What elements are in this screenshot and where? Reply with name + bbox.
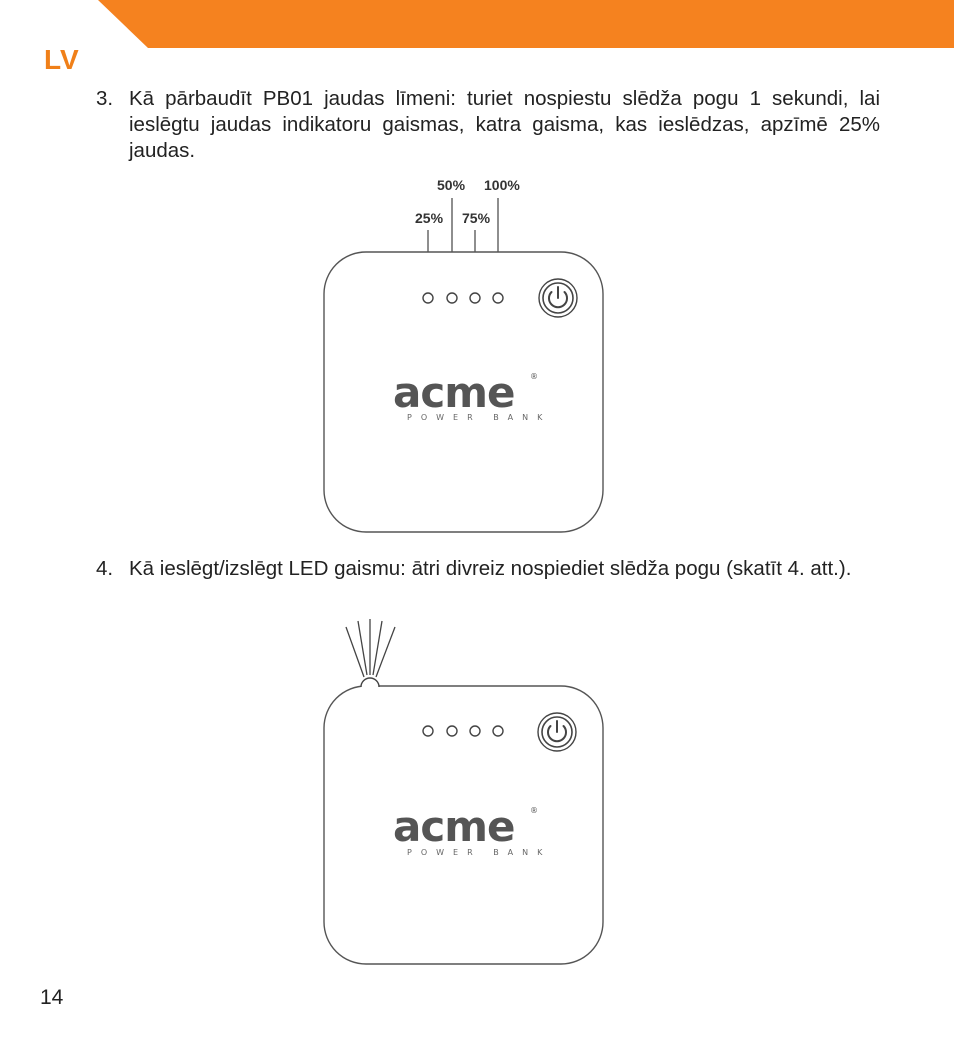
registered-mark: ® [530, 372, 538, 381]
step-4: 4. Kā ieslēgt/izslēgt LED gaismu: ātri d… [96, 556, 880, 582]
acme-logo: acme [393, 368, 515, 417]
registered-mark: ® [530, 806, 538, 815]
power-level-figure: 50% 100% 25% 75% acme ® POWER BANK [323, 177, 604, 533]
led-torch [360, 677, 380, 688]
page-number: 14 [40, 986, 64, 1009]
indicator-leds [422, 292, 504, 304]
power-bank-body [323, 685, 604, 965]
led-light-figure: acme ® POWER BANK [323, 619, 604, 965]
label-25: 25% [415, 210, 444, 226]
indicator-leds [422, 725, 504, 737]
step-3: 3. Kā pārbaudīt PB01 jaudas līmeni: turi… [96, 86, 880, 164]
label-50: 50% [437, 177, 466, 193]
label-100: 100% [484, 177, 520, 193]
step-number: 4. [96, 557, 114, 580]
label-75: 75% [462, 210, 491, 226]
step-number: 3. [96, 87, 114, 110]
language-code: LV [44, 44, 80, 75]
light-rays [345, 619, 396, 678]
acme-logo: acme [393, 802, 515, 851]
header-band [98, 0, 954, 48]
power-bank-label: POWER BANK [407, 413, 551, 422]
power-bank-label: POWER BANK [407, 848, 551, 857]
power-button-icon [537, 712, 577, 752]
step-text: Kā pārbaudīt PB01 jaudas līmeni: turiet … [129, 87, 880, 162]
power-button-icon [538, 278, 578, 318]
step-text: Kā ieslēgt/izslēgt LED gaismu: ātri divr… [129, 557, 852, 580]
power-bank-body [323, 251, 604, 533]
